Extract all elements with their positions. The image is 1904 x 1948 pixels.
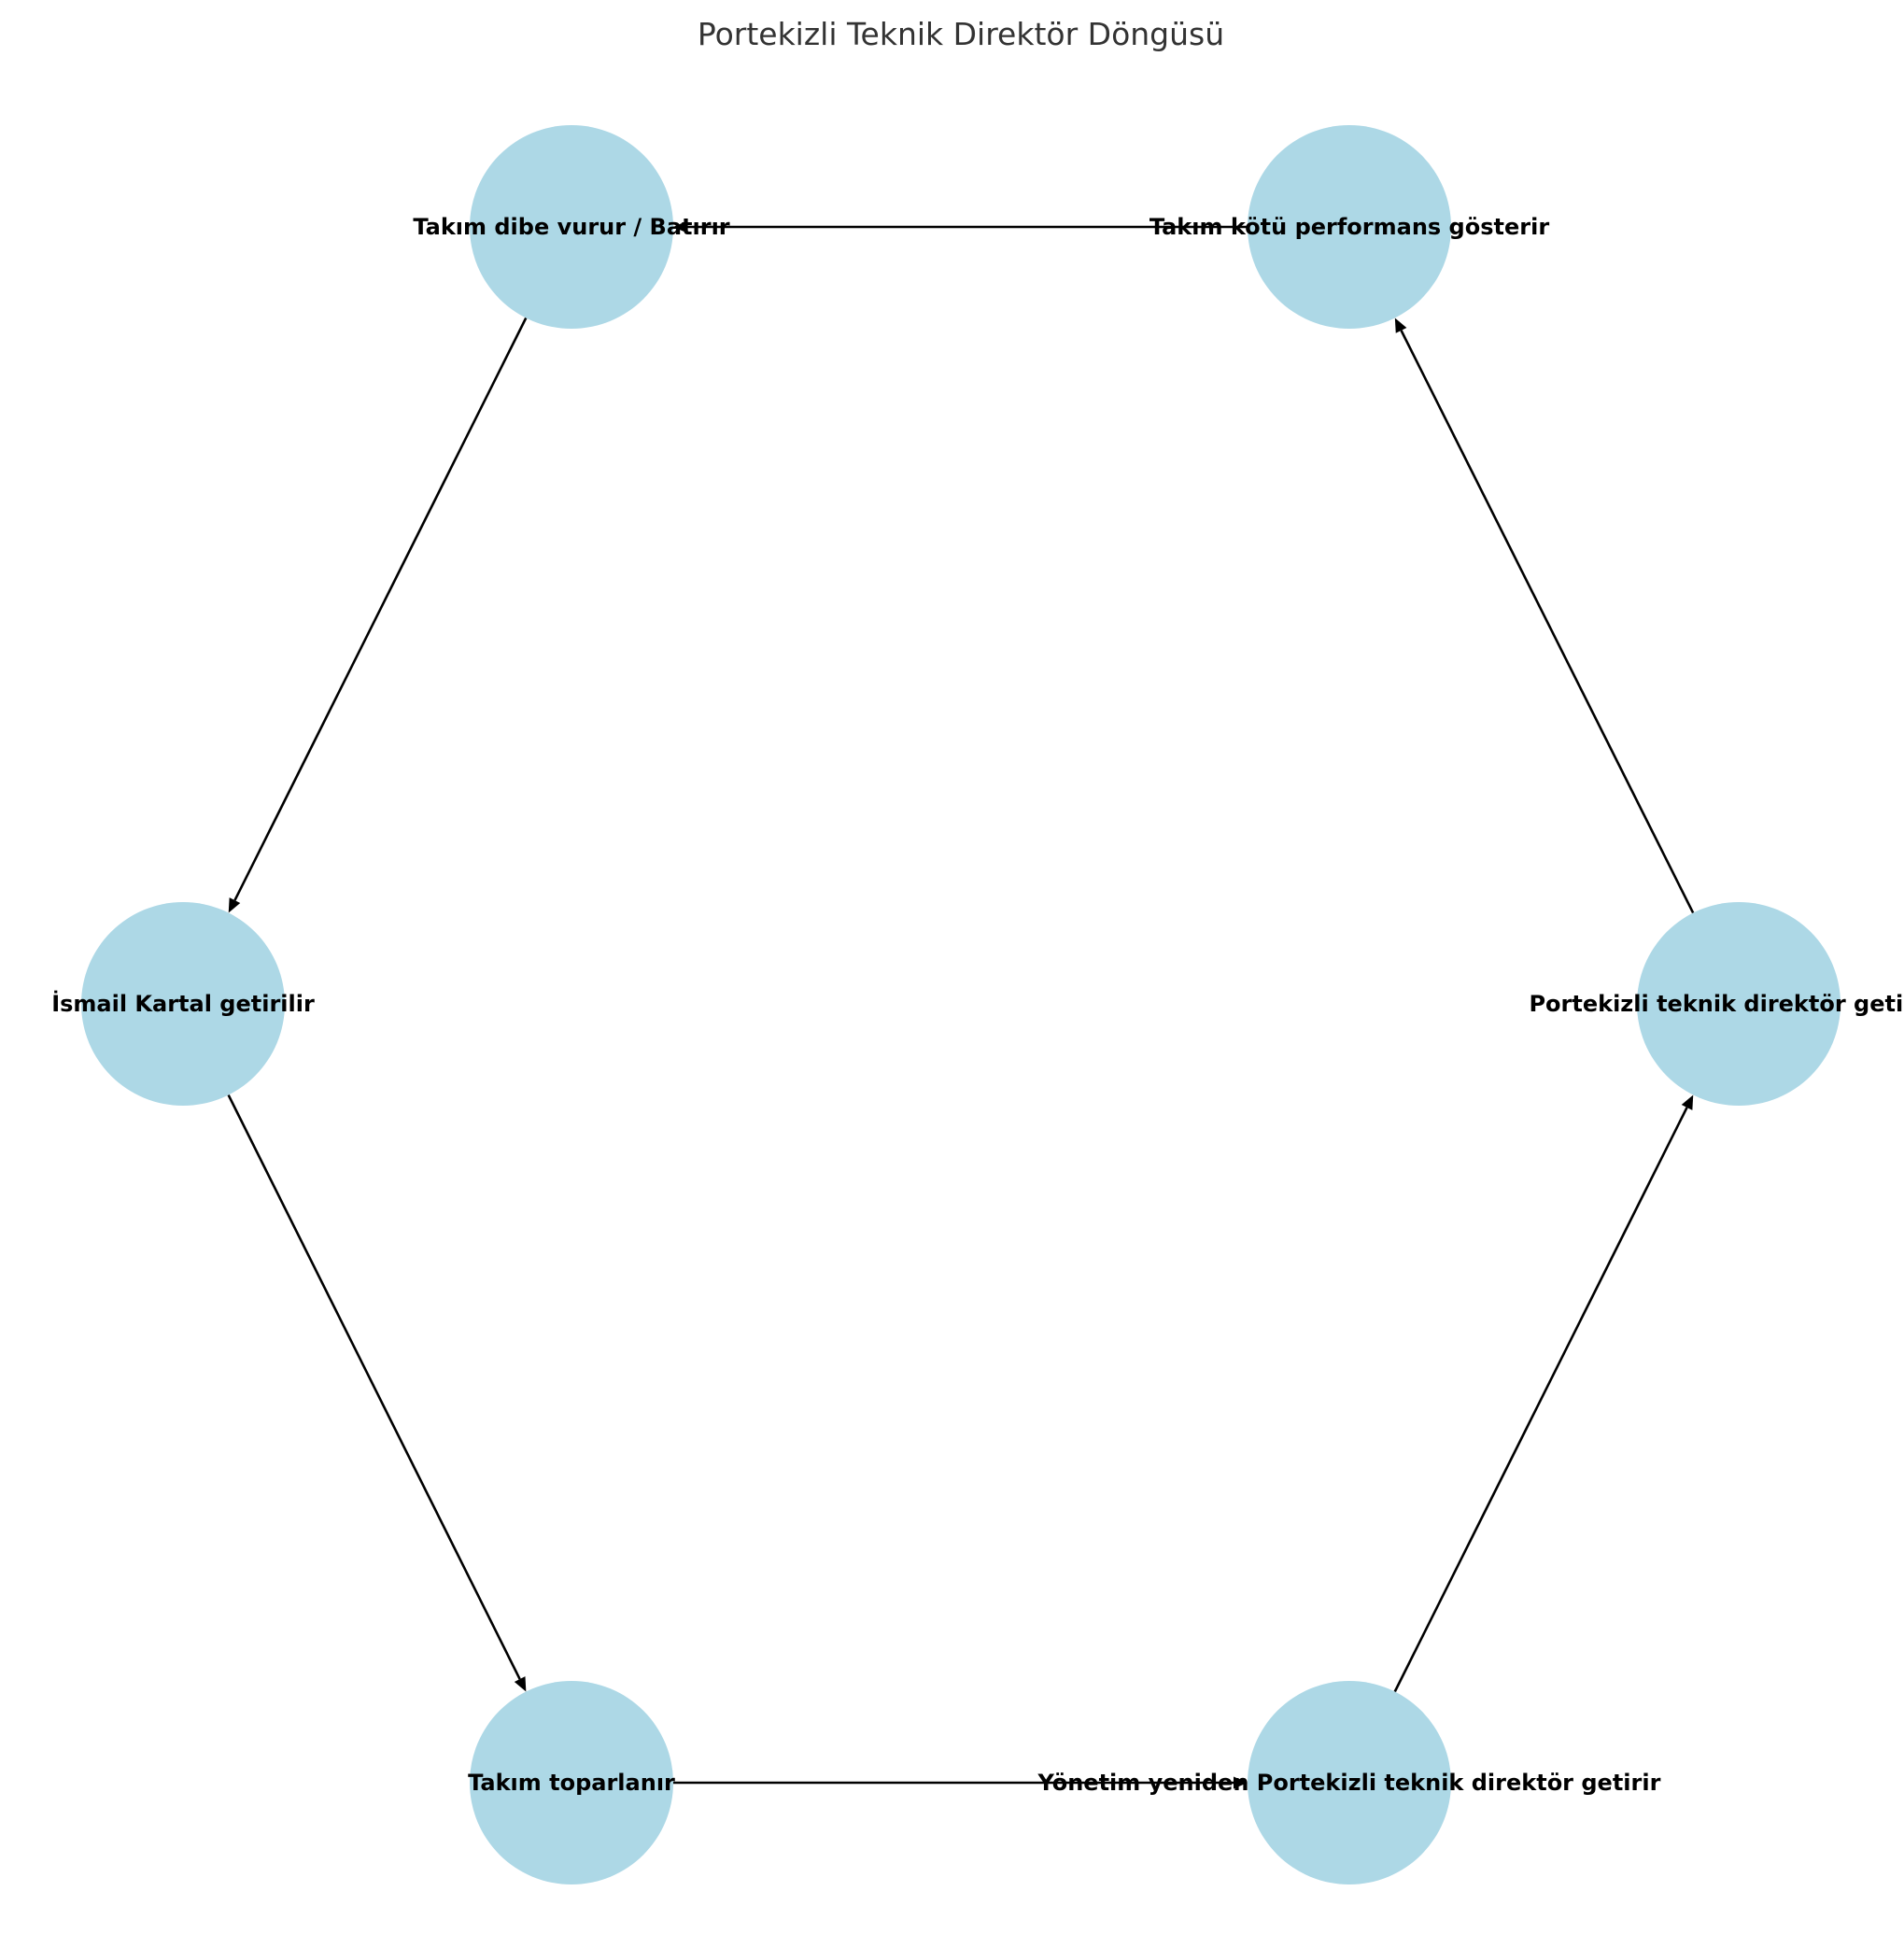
- node-label-n4: Takım toparlanır: [468, 1770, 675, 1796]
- node-circle-n3: [81, 902, 285, 1106]
- edge-n3-to-n4: [227, 1094, 527, 1692]
- edge-n0-to-n1: [1394, 318, 1695, 914]
- edge-n4-to-n5: [673, 1776, 1248, 1789]
- arrowhead-icon: [1394, 318, 1407, 333]
- edge-n5-to-n0: [1393, 1094, 1694, 1693]
- node-circle-n4: [470, 1681, 673, 1884]
- edge-n1-to-n2: [673, 220, 1248, 233]
- node-label-n2: Takım dibe vurur / Batırır: [413, 214, 729, 240]
- edges-layer: [227, 220, 1695, 1789]
- diagram-title: Portekizli Teknik Direktör Döngüsü: [698, 16, 1224, 52]
- arrowhead-icon: [514, 1676, 527, 1692]
- edge-n2-to-n3: [228, 317, 528, 913]
- node-label-n5: Yönetim yeniden Portekizli teknik direkt…: [1037, 1770, 1661, 1796]
- node-label-n3: İsmail Kartal getirilir: [51, 990, 315, 1017]
- node-label-n1: Takım kötü performans gösterir: [1149, 214, 1549, 240]
- node-circle-n0: [1637, 902, 1841, 1106]
- node-circle-n5: [1248, 1681, 1451, 1884]
- labels-layer: Portekizli teknik direktör getirilirTakı…: [51, 214, 1904, 1796]
- arrowhead-icon: [1681, 1094, 1694, 1110]
- arrowhead-icon: [1234, 1776, 1248, 1789]
- node-label-n0: Portekizli teknik direktör getirilir: [1529, 991, 1904, 1017]
- edge-line: [1393, 1107, 1688, 1693]
- edge-line: [233, 317, 528, 901]
- arrowhead-icon: [673, 220, 687, 233]
- edge-line: [1400, 330, 1695, 914]
- node-circle-n2: [470, 125, 673, 329]
- nodes-layer: [81, 125, 1841, 1884]
- arrowhead-icon: [228, 897, 241, 913]
- edge-line: [227, 1094, 521, 1680]
- node-circle-n1: [1248, 125, 1451, 329]
